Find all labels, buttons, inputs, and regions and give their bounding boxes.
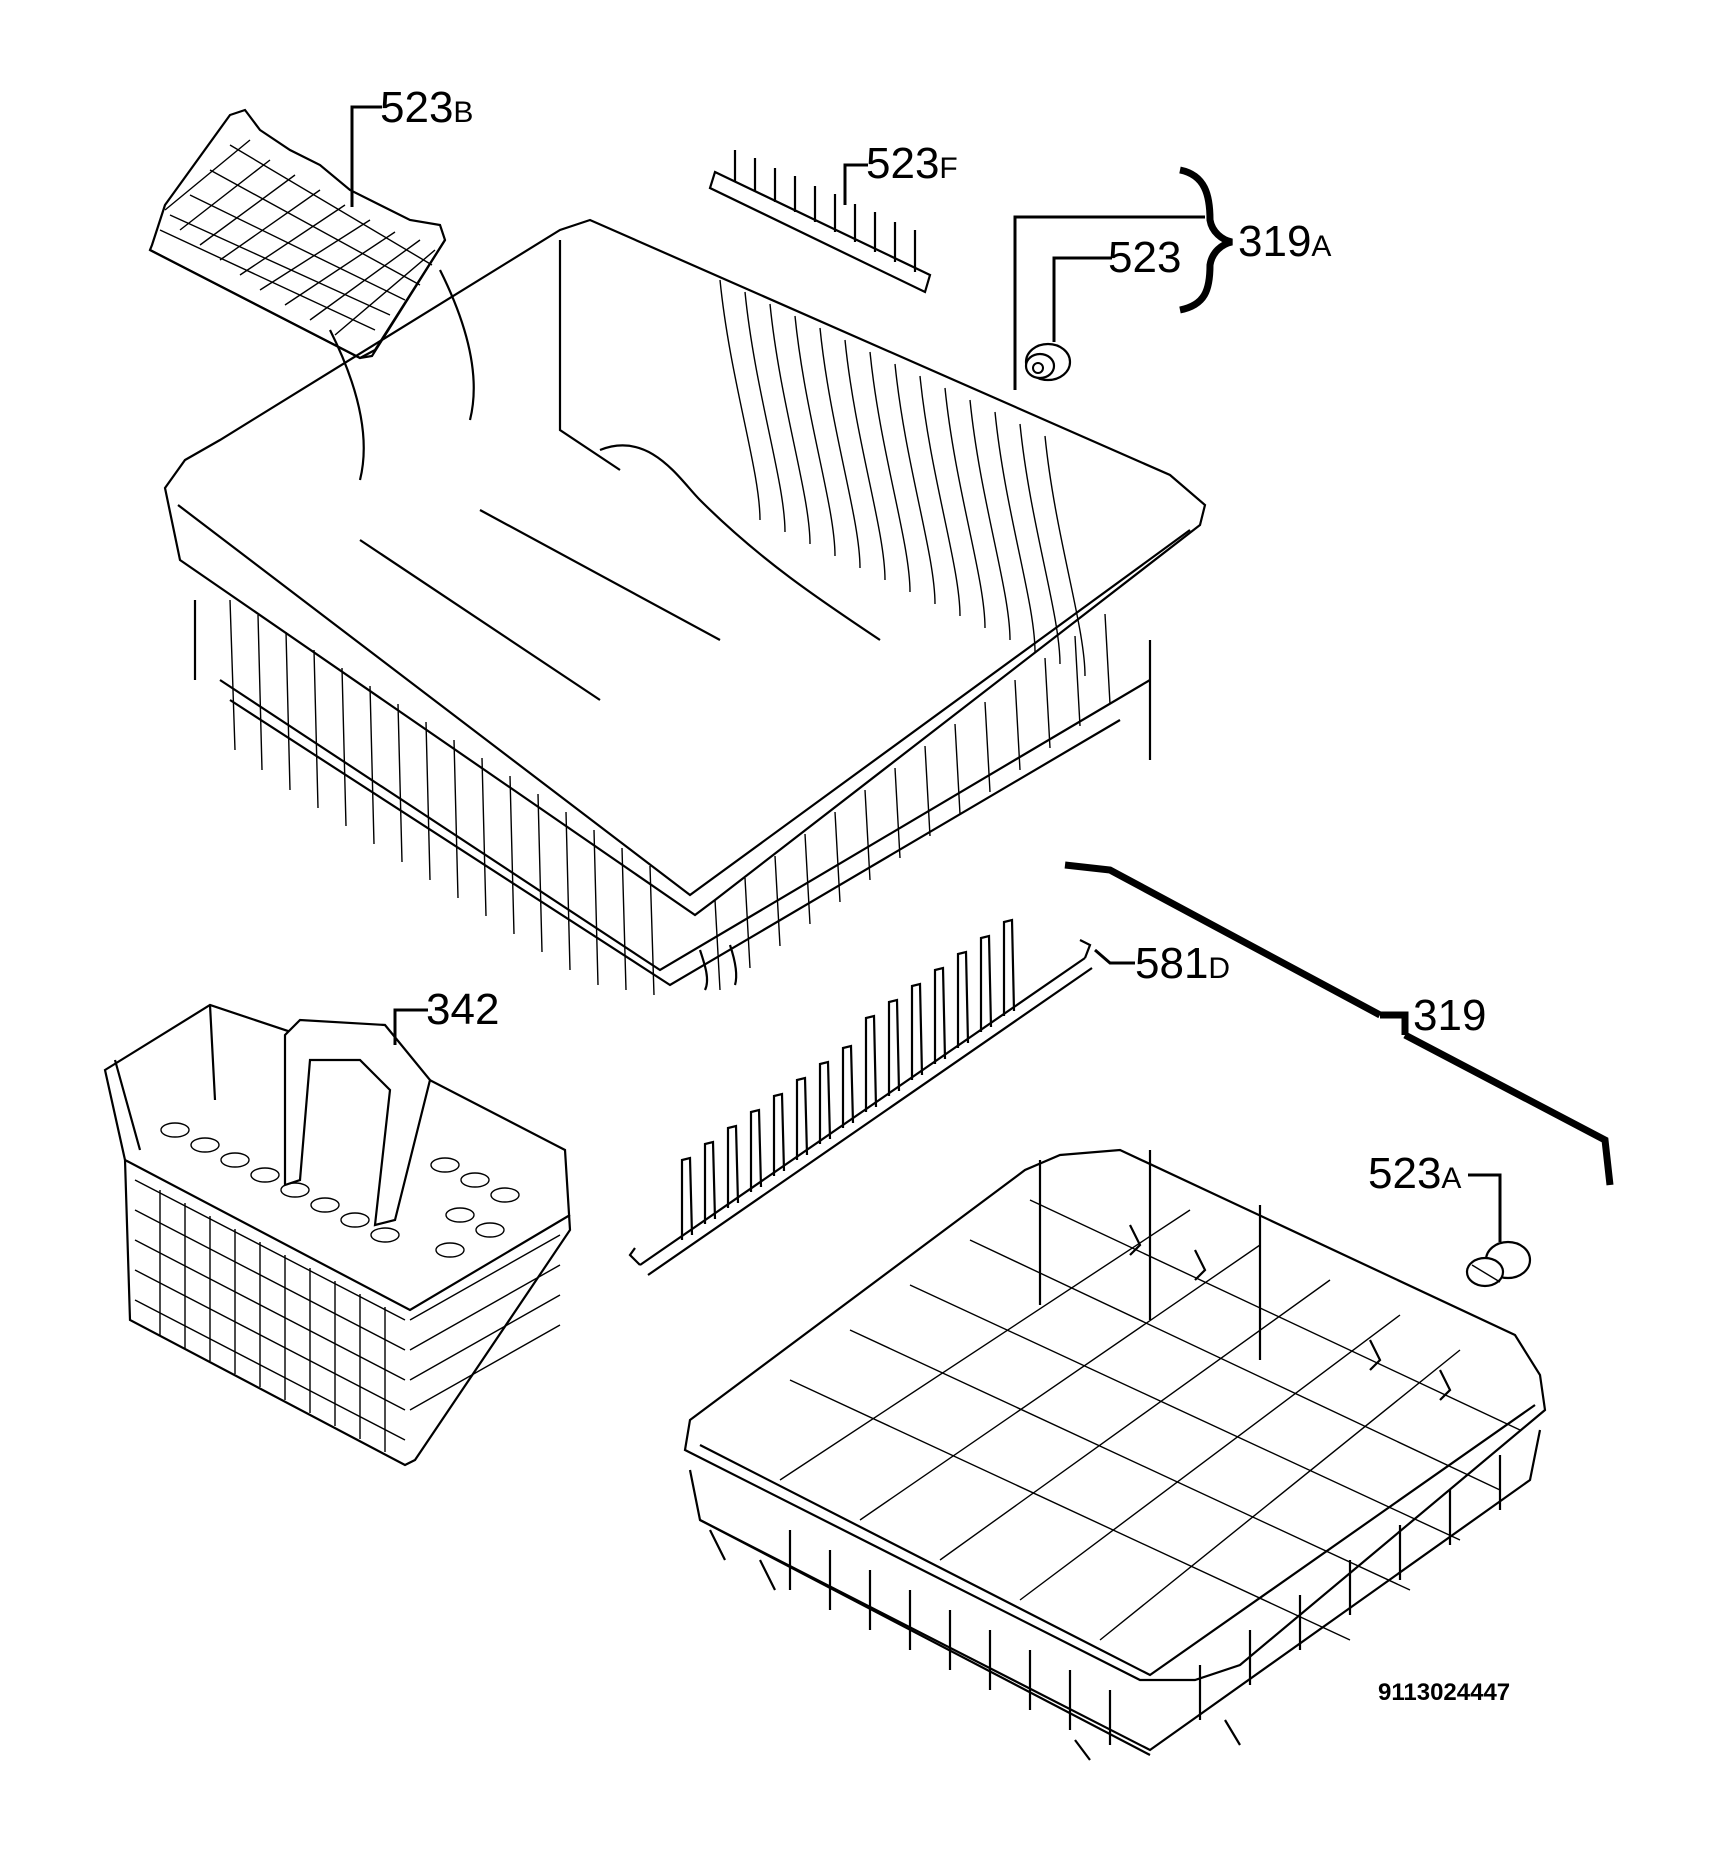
document-number: 9113024447 <box>1378 1679 1510 1706</box>
callout-342: 342 <box>393 985 499 1045</box>
callout-523f: 523F <box>843 139 958 205</box>
svg-text:342: 342 <box>426 985 499 1034</box>
part-523b-cup-shelf <box>148 108 447 360</box>
callout-319a: 319A <box>1013 166 1331 390</box>
svg-text:523F: 523F <box>866 139 958 188</box>
svg-text:581D: 581D <box>1135 939 1230 988</box>
svg-text:523: 523 <box>1108 233 1181 282</box>
part-342-cutlery-basket <box>103 1003 572 1467</box>
svg-text:523B: 523B <box>380 83 473 132</box>
callout-523b: 523B <box>350 83 473 207</box>
part-581d-folding-tines <box>628 918 1093 1276</box>
part-upper-basket <box>163 218 1207 996</box>
callout-523a: 523A <box>1368 1149 1502 1242</box>
svg-text:319A: 319A <box>1238 217 1331 266</box>
part-523f-comb <box>708 150 932 294</box>
svg-text:523A: 523A <box>1368 1149 1461 1198</box>
part-523-wheel <box>1024 342 1072 382</box>
callout-581d: 581D <box>1094 939 1230 988</box>
callout-319: 319 <box>1064 861 1614 1186</box>
callout-523: 523 <box>1052 233 1181 342</box>
part-523a-wheel <box>1465 1240 1532 1288</box>
svg-text:319: 319 <box>1413 991 1486 1040</box>
part-lower-basket <box>683 1148 1547 1761</box>
